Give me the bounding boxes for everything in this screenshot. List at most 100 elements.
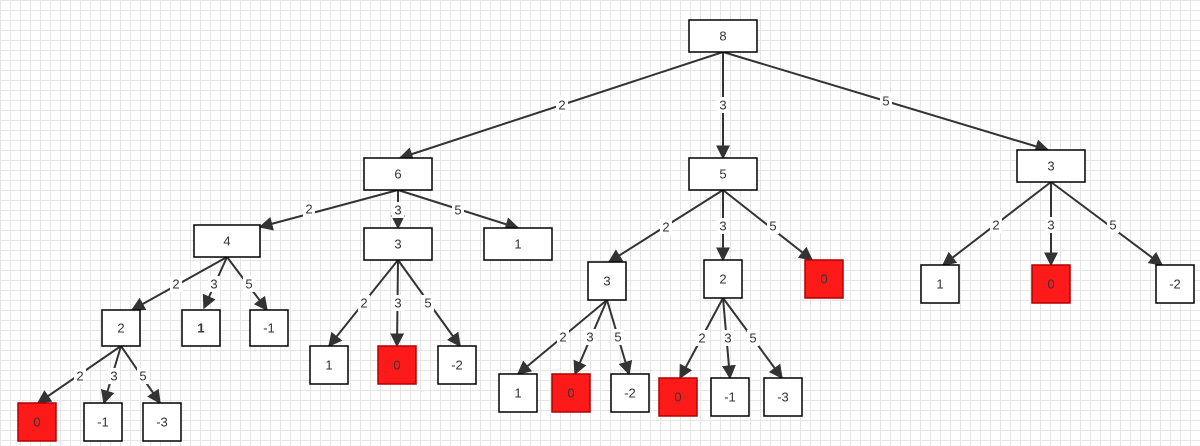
edge-label: 5: [424, 296, 431, 311]
edge-label-background: [696, 330, 708, 346]
leaf-node-zero: 0: [377, 345, 417, 385]
node-value: -1: [97, 415, 109, 430]
tree-node: -3: [142, 402, 182, 442]
edge-label-background: [880, 93, 892, 109]
tree-node: -2: [1155, 264, 1195, 304]
edge-label: 2: [992, 218, 999, 233]
edge-label-background: [392, 295, 404, 311]
tree-node: -1: [249, 309, 289, 347]
node-box: [83, 402, 123, 442]
node-box: [1155, 264, 1195, 304]
edge-label: 2: [559, 330, 566, 345]
node-box: [377, 345, 417, 385]
edge-label-background: [1107, 217, 1119, 233]
node-box: [193, 224, 261, 258]
node-value: 0: [393, 358, 400, 373]
node-value: 6: [394, 167, 401, 182]
edge-label: 3: [394, 203, 401, 218]
tree-node: 3: [363, 227, 433, 261]
edge-label-background: [170, 276, 182, 292]
node-value: 0: [33, 415, 40, 430]
tree-node: -3: [763, 377, 803, 417]
node-value: 1: [325, 358, 332, 373]
node-box: [551, 373, 591, 413]
node-box: [363, 227, 433, 261]
node-value: -3: [777, 390, 789, 405]
node-box: [181, 309, 221, 347]
node-box: [101, 309, 141, 347]
node-value: -2: [624, 386, 636, 401]
node-value: 0: [820, 272, 827, 287]
node-box: [249, 309, 289, 347]
node-box: [710, 377, 750, 417]
edge-label-background: [990, 217, 1002, 233]
tree-node: 4: [193, 224, 261, 258]
node-box: [1016, 149, 1086, 183]
edge-line: [1050, 181, 1164, 266]
edge-label: 2: [305, 202, 312, 217]
tree-node: -2: [437, 345, 477, 385]
node-value: -3: [156, 415, 168, 430]
edge-label: 3: [586, 330, 593, 345]
tree-node: -1: [83, 402, 123, 442]
node-value: 2: [117, 321, 124, 336]
node-value: 3: [603, 274, 610, 289]
node-value: 4: [223, 234, 230, 249]
edge-label: 5: [139, 369, 146, 384]
edge-label-background: [452, 202, 464, 218]
edge-label-background: [1045, 217, 1057, 233]
edge-label-background: [392, 202, 404, 218]
edge-label: 2: [558, 98, 565, 113]
leaf-node-zero: 0: [551, 373, 591, 413]
tree-node: 1: [181, 309, 221, 347]
node-value: -1: [724, 390, 736, 405]
node-box: [498, 373, 538, 413]
edge-label: 3: [1047, 218, 1054, 233]
node-box: [703, 259, 743, 299]
edge-label-background: [722, 330, 734, 346]
node-box: [363, 157, 433, 191]
tree-node: 3: [587, 261, 627, 301]
leaf-node-zero: 0: [658, 377, 698, 417]
node-box: [688, 157, 758, 191]
edge-label: 3: [719, 219, 726, 234]
node-value: 1: [514, 386, 521, 401]
edge-label-background: [557, 329, 569, 345]
leaf-node-zero: 0: [804, 259, 844, 299]
node-box: [610, 373, 650, 413]
edge-label: 2: [172, 277, 179, 292]
tree-node: -1: [710, 377, 750, 417]
node-box: [688, 19, 758, 53]
node-value: 3: [394, 237, 401, 252]
tree-node: 1: [483, 227, 553, 261]
edge-label: 3: [394, 296, 401, 311]
node-value: 1: [514, 237, 521, 252]
edge-label: 5: [454, 203, 461, 218]
edge-label: 3: [719, 98, 726, 113]
edge-label: 2: [698, 331, 705, 346]
edge-label-background: [243, 276, 255, 292]
edge-label: 5: [245, 277, 252, 292]
edge-label: 2: [360, 296, 367, 311]
edge-label-background: [717, 218, 729, 234]
edge-label: 5: [1109, 218, 1116, 233]
node-box: [1031, 264, 1071, 304]
node-box: [804, 259, 844, 299]
tree-node: 1: [309, 345, 349, 385]
node-box: [658, 377, 698, 417]
edge-label-background: [612, 329, 624, 345]
node-box: [437, 345, 477, 385]
node-box: [763, 377, 803, 417]
edge-label: 3: [210, 277, 217, 292]
node-value: 0: [674, 390, 681, 405]
edge-label-background: [660, 219, 672, 235]
edge-label: 3: [724, 331, 731, 346]
node-box: [142, 402, 182, 442]
node-value: 0: [1047, 277, 1054, 292]
edge-label: 3: [110, 369, 117, 384]
edge-label: 5: [614, 330, 621, 345]
edge-label-background: [208, 276, 220, 292]
